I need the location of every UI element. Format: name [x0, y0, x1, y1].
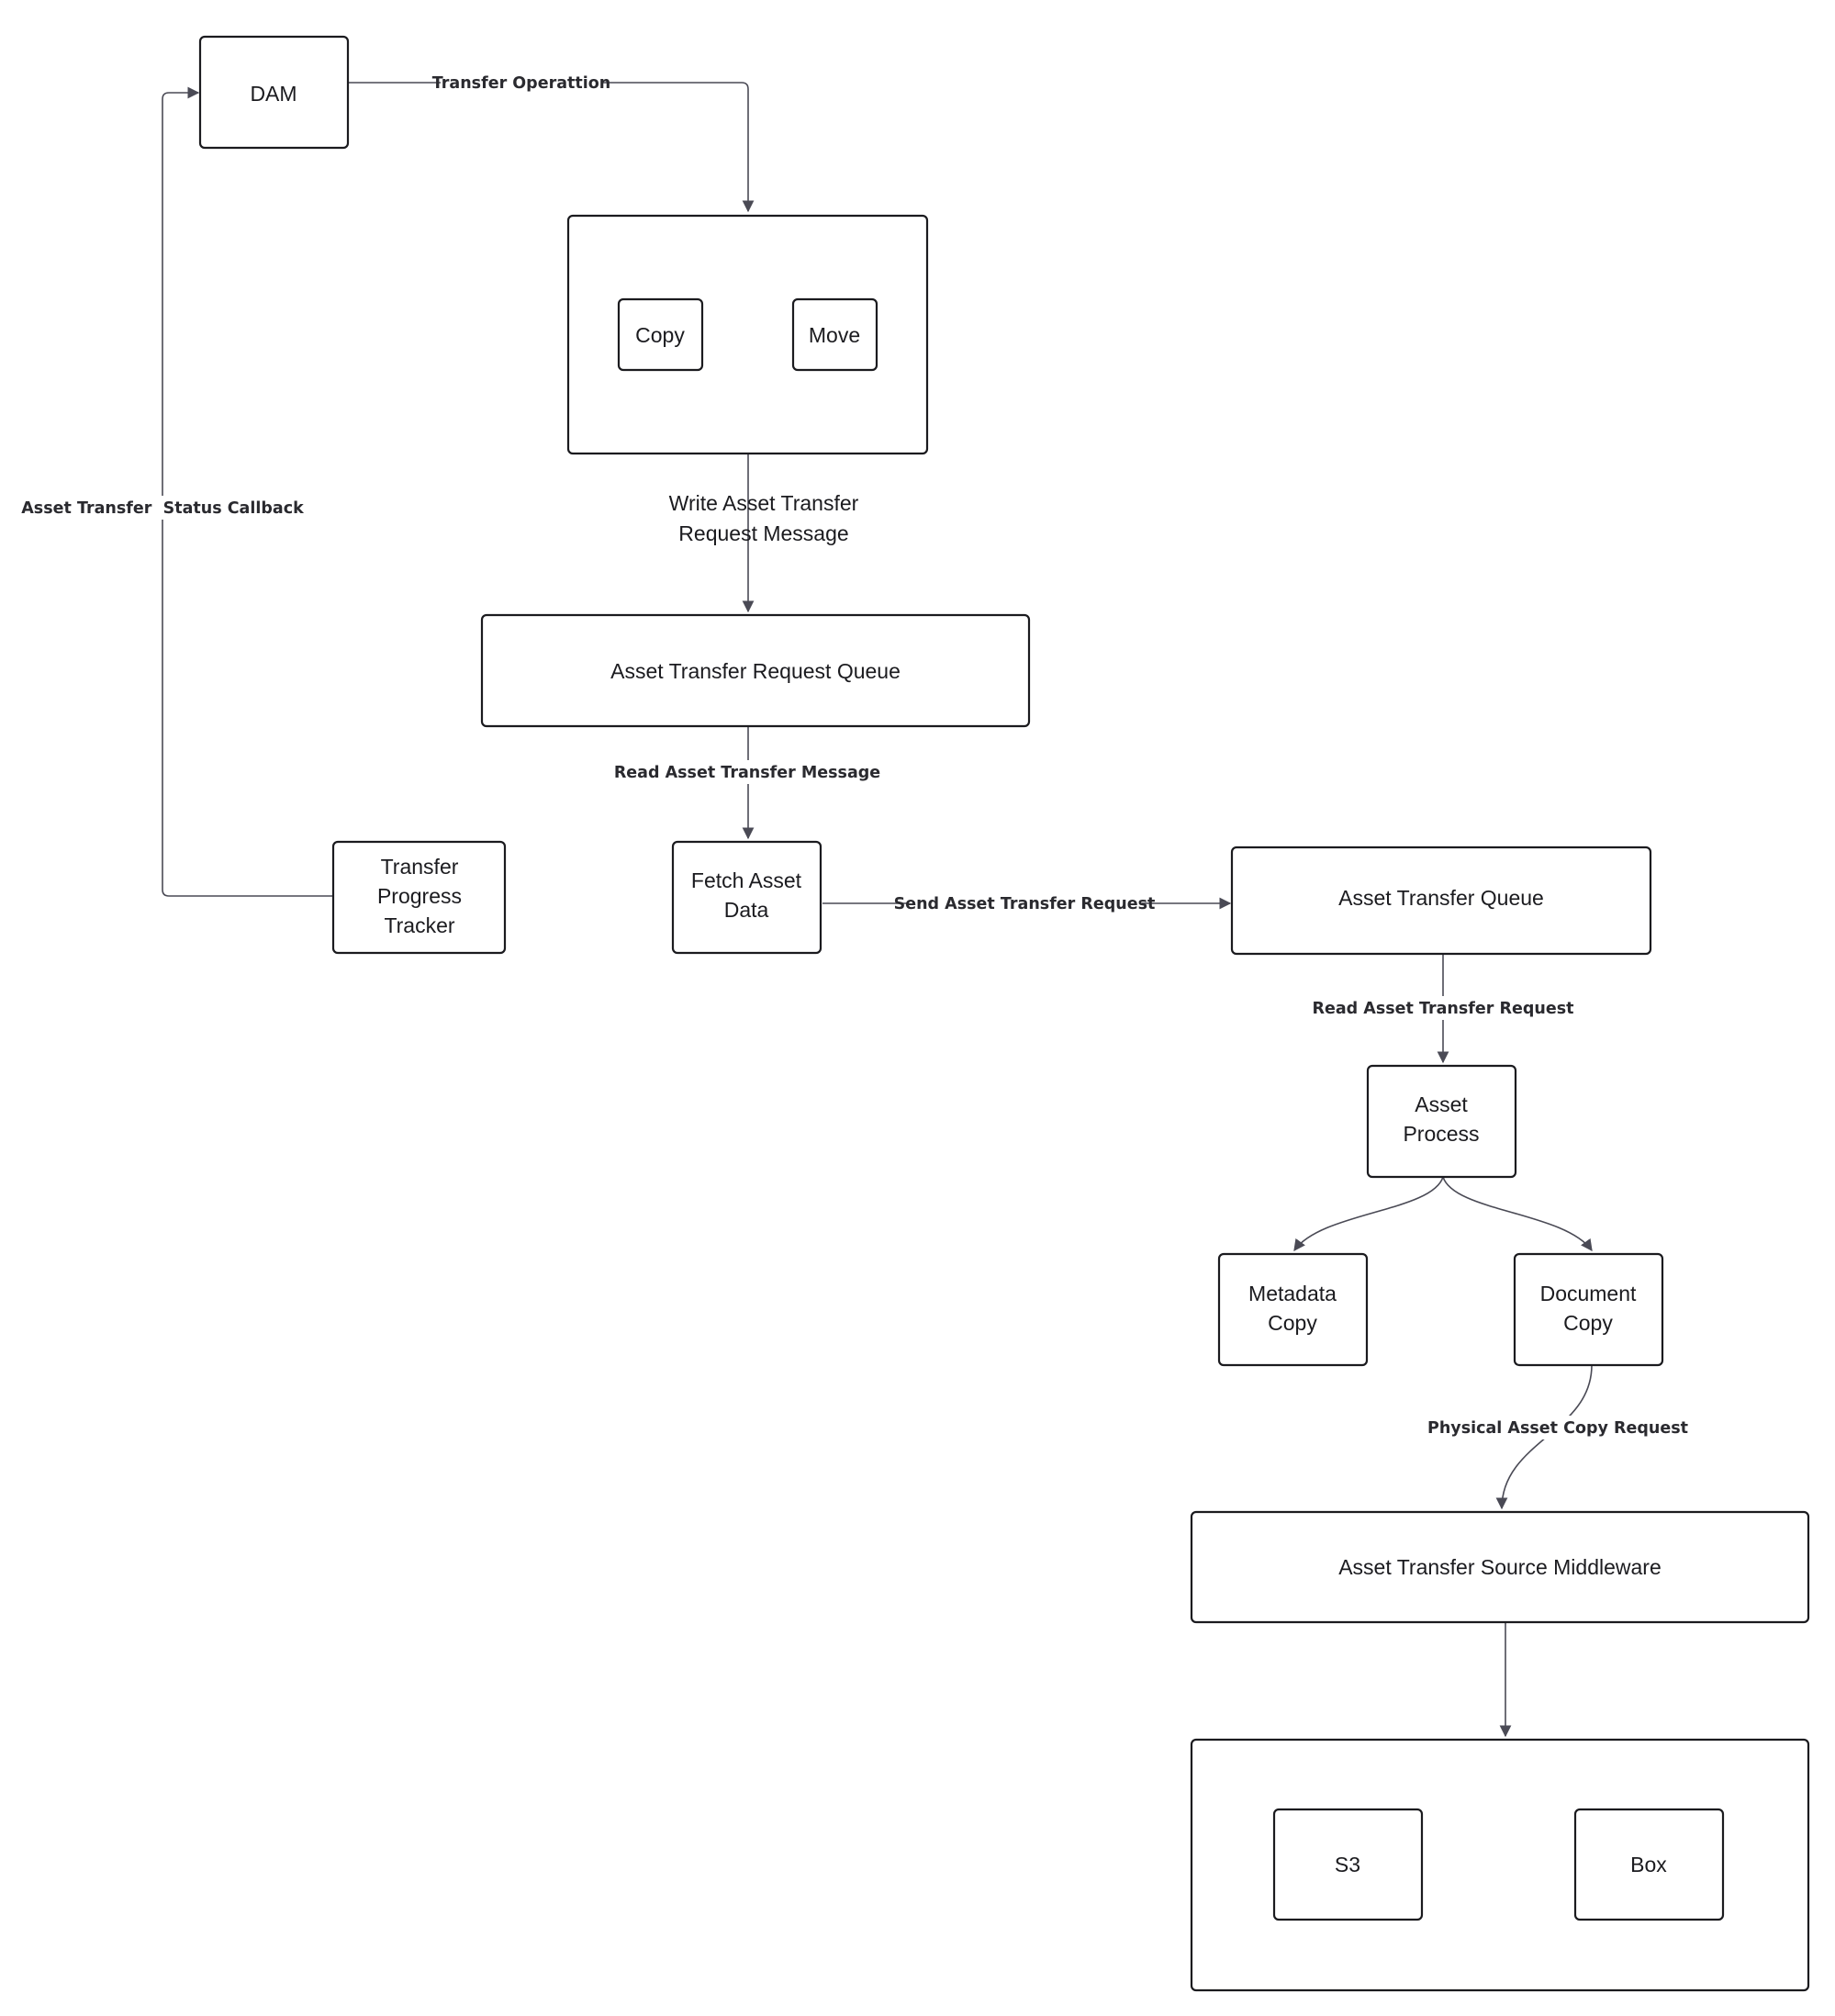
svg-text:Process: Process [1403, 1122, 1479, 1146]
node-tracker[interactable]: Transfer Progress Tracker [331, 840, 507, 955]
svg-text:Asset Transfer Source Middlewa: Asset Transfer Source Middleware [1338, 1555, 1662, 1579]
svg-text:Asset Transfer Request Queue: Asset Transfer Request Queue [610, 659, 901, 683]
edge-process-to-document [1442, 1176, 1593, 1252]
svg-text:Document: Document [1540, 1282, 1637, 1305]
svg-text:Move: Move [809, 323, 860, 347]
node-storage-group [1190, 1738, 1810, 1992]
svg-text:Asset Transfer Queue: Asset Transfer Queue [1338, 886, 1544, 910]
node-document-copy[interactable]: Document Copy [1513, 1252, 1664, 1367]
label-read-message: Read Asset Transfer Message [614, 760, 880, 784]
svg-text:Data: Data [724, 898, 769, 922]
label-send-request: Send Asset Transfer Request [894, 892, 1156, 916]
svg-text:Copy: Copy [1563, 1311, 1613, 1335]
svg-text:Physical Asset Copy Request: Physical Asset Copy Request [1427, 1419, 1688, 1438]
edge-status-callback [162, 86, 333, 897]
svg-text:Asset Transfer Status Callbac: Asset Transfer Status Callback [21, 499, 304, 518]
svg-text:Read Asset Transfer Request: Read Asset Transfer Request [1313, 1000, 1574, 1018]
label-status-callback: Asset Transfer Status Callback [21, 496, 304, 520]
svg-text:Fetch Asset: Fetch Asset [691, 868, 802, 892]
svg-text:Copy: Copy [1268, 1311, 1317, 1335]
node-move[interactable]: Move [791, 297, 878, 372]
svg-text:Transfer Operattion: Transfer Operattion [432, 74, 610, 93]
label-write-message: Write Asset Transfer Request Message [669, 491, 859, 545]
svg-text:Read Asset Transfer Message: Read Asset Transfer Message [614, 764, 880, 782]
svg-text:S3: S3 [1335, 1853, 1360, 1876]
node-fetch-asset-data[interactable]: Fetch Asset Data [671, 840, 822, 955]
edge-process-to-metadata [1293, 1176, 1444, 1252]
node-dam[interactable]: DAM [198, 35, 350, 150]
svg-text:Progress: Progress [377, 884, 462, 908]
svg-text:Transfer: Transfer [381, 855, 459, 879]
node-copy[interactable]: Copy [617, 297, 704, 372]
node-request-queue[interactable]: Asset Transfer Request Queue [480, 613, 1031, 728]
svg-text:Write Asset Transfer: Write Asset Transfer [669, 491, 859, 515]
svg-text:DAM: DAM [250, 82, 297, 106]
svg-text:Box: Box [1630, 1853, 1667, 1876]
node-transfer-queue[interactable]: Asset Transfer Queue [1230, 846, 1652, 956]
node-s3[interactable]: S3 [1272, 1808, 1424, 1921]
edge-transfer-operation [347, 82, 755, 213]
node-middleware[interactable]: Asset Transfer Source Middleware [1190, 1510, 1810, 1624]
svg-text:Asset: Asset [1415, 1092, 1468, 1116]
label-physical-copy: Physical Asset Copy Request [1427, 1416, 1688, 1439]
node-metadata-copy[interactable]: Metadata Copy [1217, 1252, 1369, 1367]
svg-text:Copy: Copy [635, 323, 685, 347]
svg-text:Send Asset Transfer Request: Send Asset Transfer Request [894, 895, 1156, 913]
label-read-request: Read Asset Transfer Request [1313, 996, 1574, 1020]
svg-text:Metadata: Metadata [1248, 1282, 1337, 1305]
svg-text:Request Message: Request Message [678, 521, 848, 545]
node-box[interactable]: Box [1573, 1808, 1725, 1921]
node-asset-process[interactable]: Asset Process [1366, 1064, 1517, 1179]
svg-text:Tracker: Tracker [384, 913, 454, 937]
label-transfer-operation: Transfer Operattion [432, 72, 610, 94]
node-operation-group [566, 214, 929, 455]
